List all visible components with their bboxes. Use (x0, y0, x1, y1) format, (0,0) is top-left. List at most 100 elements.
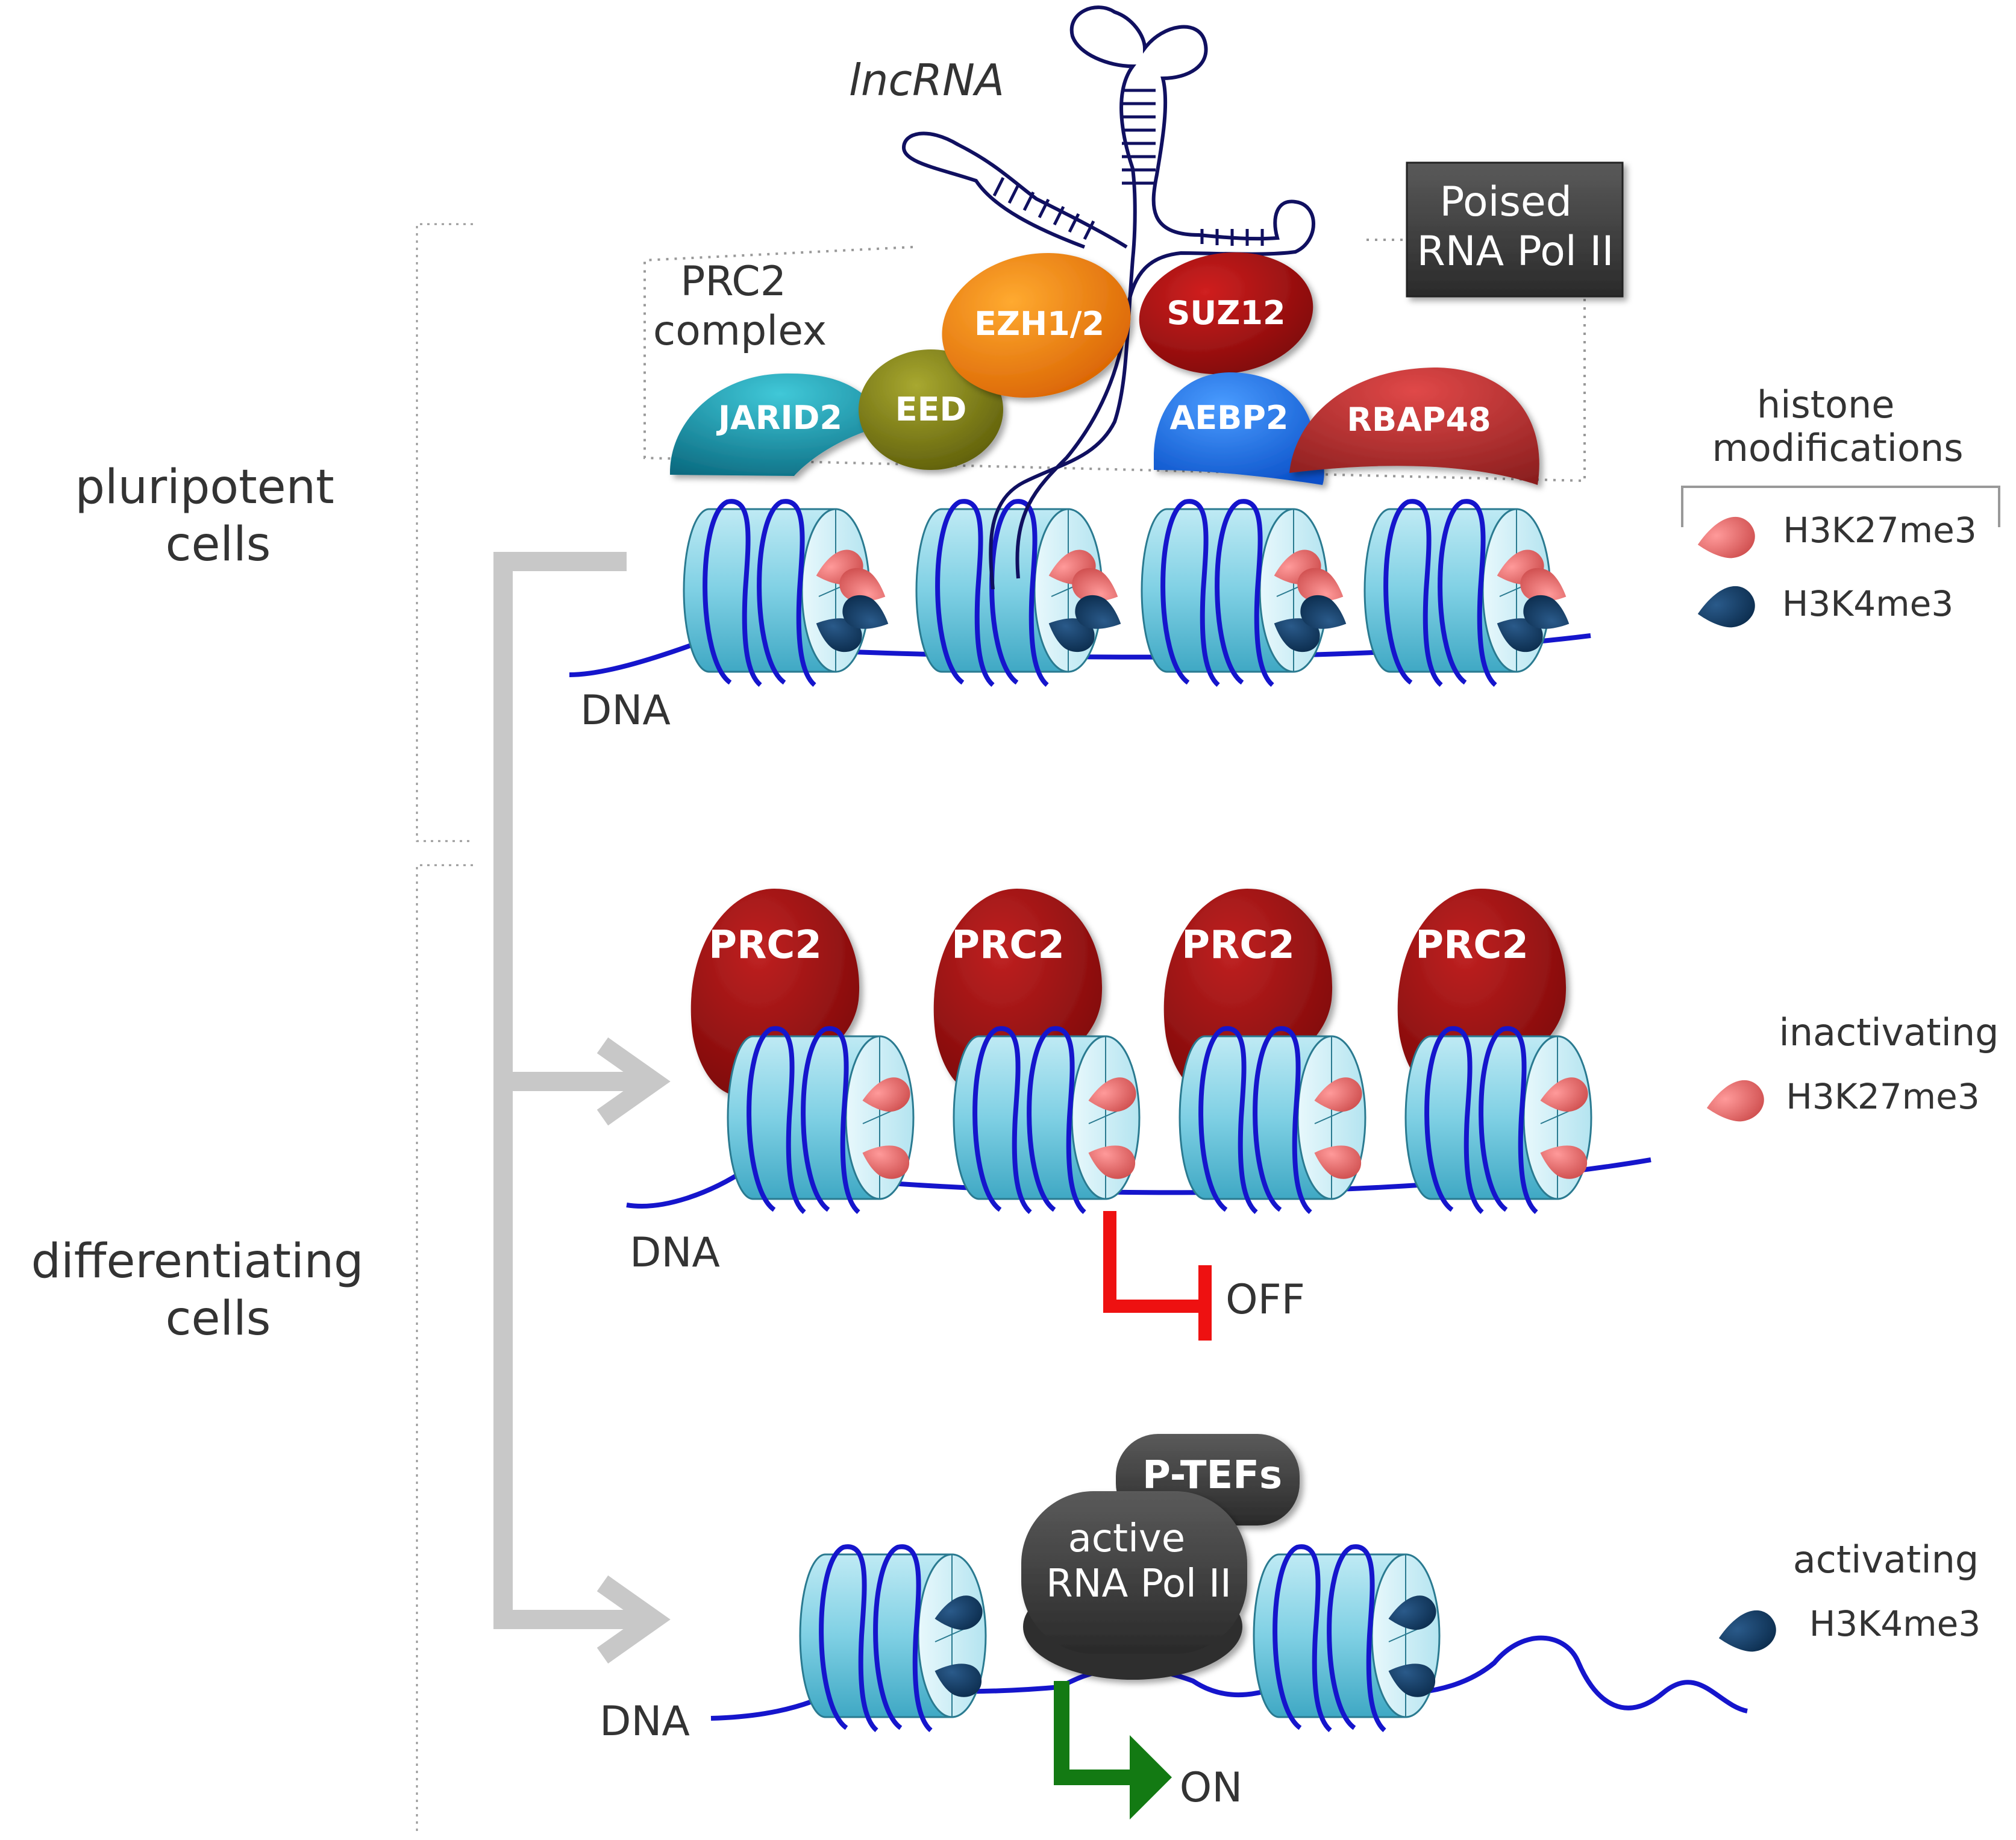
active-rna-pol-ii: active RNA Pol II (1021, 1491, 1247, 1680)
suz12-protein: SUZ12 (1139, 252, 1313, 375)
rbap48-protein: RBAP48 (1289, 368, 1539, 485)
h3k27me3-mark (1088, 1077, 1136, 1112)
h3k4me3-mark (1388, 1595, 1436, 1630)
nucleosome (727, 1026, 915, 1215)
nucleosome (1404, 1026, 1592, 1215)
nucleosome (915, 499, 1121, 687)
dna-wrap (1027, 1026, 1086, 1215)
h3k4me3-mark (1300, 595, 1347, 629)
nucleosome (1179, 1026, 1366, 1215)
aebp2-protein: AEBP2 (1154, 372, 1324, 485)
nucleosome (1141, 499, 1347, 687)
poised-rna-pol-ii: Poised RNA Pol II (1406, 161, 1624, 298)
dna-wrap (935, 499, 995, 687)
h3k4me3-mark (1388, 1663, 1436, 1697)
svg-text:active RNA Pol II: active RNA Pol II (1046, 1516, 1232, 1606)
ezh-protein: EZH1/2 (942, 252, 1131, 398)
dna-wrap (1438, 499, 1497, 687)
svg-text:JARID2: JARID2 (716, 399, 842, 437)
dna-wrap (1273, 1544, 1332, 1733)
lncrna (901, 5, 1315, 590)
dna-wrap (1253, 1026, 1312, 1215)
h3k27me3-mark (862, 1145, 910, 1179)
off-label: OFF (1226, 1276, 1305, 1324)
h3k4me3-mark (816, 618, 862, 652)
h3k4me3-mark (934, 1663, 982, 1697)
h3k27me3-mark (1314, 1077, 1362, 1112)
on-activation-arrow (1054, 1681, 1133, 1785)
dna-wrap (1327, 1544, 1386, 1733)
h3k4me3-mark (1697, 586, 1755, 628)
dna-wrap (819, 1544, 878, 1733)
svg-text:PRC2: PRC2 (951, 923, 1065, 968)
nucleosome (1253, 1544, 1441, 1733)
h3k27me3-mark (1540, 1077, 1588, 1112)
h3k27me3-mark (1088, 1145, 1136, 1179)
legend-h3k27-label: H3K27me3 (1783, 510, 1976, 551)
h3k27me3-mark (1540, 1145, 1588, 1179)
stage-label-differentiating: differentiating cells (31, 1234, 379, 1346)
dna-wrap (1215, 499, 1274, 687)
h3k4me3-mark (934, 1595, 983, 1630)
svg-text:P-TEFs: P-TEFs (1142, 1453, 1282, 1498)
h3k4me3-mark (1497, 618, 1543, 652)
h3k27me3-mark (1697, 516, 1755, 559)
dna-wrap (1424, 1026, 1484, 1215)
h3k4me3-mark (1048, 618, 1095, 652)
h3k27me3-mark (839, 568, 886, 602)
svg-text:Poised RNA Pol II: Poised RNA Pol II (1417, 178, 1614, 275)
dna-wrap (801, 1026, 860, 1215)
dna-wrap (703, 499, 762, 687)
h3k27me3-mark (1706, 1080, 1764, 1122)
dna-wrap (1479, 1026, 1538, 1215)
legend-h3k4-label: H3K4me3 (1782, 583, 1954, 624)
off-repression-symbol (1103, 1211, 1212, 1341)
svg-text:EED: EED (895, 390, 967, 428)
h3k4me3-mark (842, 595, 889, 629)
dna-wrap (1160, 499, 1220, 687)
dna-wrap (747, 1026, 806, 1215)
dna-label-row1: DNA (580, 687, 671, 734)
nucleosome (683, 499, 889, 687)
h3k4me3-mark (1075, 595, 1121, 629)
svg-text:PRC2: PRC2 (1182, 923, 1295, 968)
dna-wrap (873, 1544, 933, 1733)
nucleosome (953, 1026, 1141, 1215)
dna-wrap (972, 1026, 1032, 1215)
dna-wrap (1383, 499, 1443, 687)
jarid2-protein: JARID2 (669, 373, 891, 476)
svg-text:PRC2: PRC2 (709, 923, 822, 968)
on-arrowhead (1130, 1735, 1172, 1820)
lncrna-stem-rungs (992, 89, 1264, 246)
h3k27me3-mark (1520, 568, 1567, 602)
differentiation-arrow (493, 552, 671, 1664)
legend-bracket (1681, 486, 2000, 527)
legend-activating-h3k4-label: H3K4me3 (1809, 1603, 1981, 1644)
h3k4me3-mark (1274, 618, 1320, 652)
prc2-complex-label: PRC2 complex (653, 258, 827, 355)
h3k27me3-mark (862, 1077, 910, 1112)
nucleosome (799, 1544, 987, 1733)
dna-wrap (1198, 1026, 1258, 1215)
nucleosome (1363, 499, 1570, 687)
h3k4me3-mark (1523, 595, 1570, 629)
lncrna-label: lncRNA (849, 55, 1004, 105)
legend-histone-title: histone modifications (1712, 383, 1963, 470)
h3k27me3-mark (1072, 568, 1118, 602)
dna-label-row2: DNA (630, 1229, 720, 1277)
legend-activating-title: activating (1793, 1538, 1979, 1582)
legend-inactivating-title: inactivating (1779, 1010, 1999, 1054)
svg-text:SUZ12: SUZ12 (1166, 294, 1285, 332)
on-label: ON (1180, 1764, 1242, 1812)
stage-label-pluripotent: pluripotent cells (75, 460, 349, 572)
legend-inactivating-h3k27-label: H3K27me3 (1786, 1076, 1979, 1117)
h3k27me3-mark (1314, 1145, 1362, 1179)
svg-text:RBAP48: RBAP48 (1347, 401, 1491, 439)
svg-text:EZH1/2: EZH1/2 (974, 305, 1104, 343)
svg-text:PRC2: PRC2 (1415, 923, 1529, 968)
dna-wrap (757, 499, 816, 687)
dna-label-row3: DNA (599, 1698, 690, 1745)
h3k27me3-mark (1297, 568, 1344, 602)
dna-wrap (989, 499, 1049, 687)
